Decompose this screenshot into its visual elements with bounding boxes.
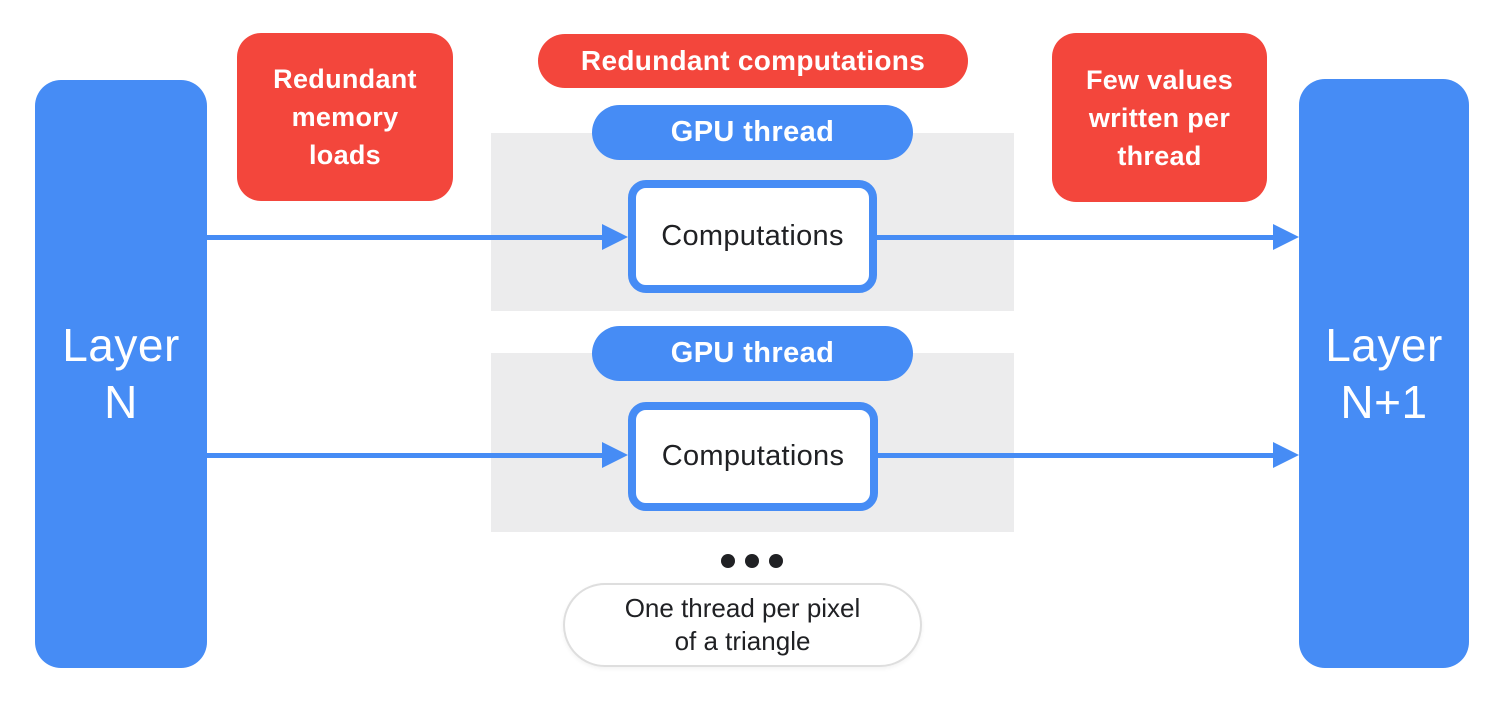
gpu-thread-pill-2: GPU thread [592, 326, 913, 381]
arrow-head-icon [602, 224, 628, 250]
layer-n-label: Layer N [62, 319, 180, 428]
arrow-line-layer-n-to-thread-2 [207, 453, 604, 458]
caption-label: One thread per pixel of a triangle [624, 593, 861, 656]
computations-box-1: Computations [628, 180, 877, 293]
note-redundant-memory-loads-label: Redundant memory loads [273, 64, 417, 170]
arrow-head-icon [1273, 224, 1299, 250]
gpu-thread-pill-2-label: GPU thread [670, 337, 835, 369]
arrow-head-icon [1273, 442, 1299, 468]
layer-n-plus-1-box: Layer N+1 [1299, 79, 1469, 668]
dot-icon [769, 554, 783, 568]
note-redundant-computations: Redundant computations [538, 34, 968, 88]
note-redundant-computations-label: Redundant computations [580, 45, 926, 76]
dot-icon [721, 554, 735, 568]
gpu-thread-pill-1-label: GPU thread [670, 116, 835, 148]
arrow-head-icon [602, 442, 628, 468]
caption-pill: One thread per pixel of a triangle [563, 583, 922, 667]
layer-n-plus-1-label: Layer N+1 [1325, 318, 1443, 428]
computations-box-1-label: Computations [661, 220, 844, 252]
layer-n-box: Layer N [35, 80, 207, 668]
arrow-line-thread-1-to-layer-n1 [877, 235, 1273, 240]
note-redundant-memory-loads: Redundant memory loads [237, 33, 453, 201]
ellipsis-dots-icon [721, 554, 783, 568]
note-few-values-written-label: Few values written per thread [1085, 64, 1234, 171]
arrow-line-layer-n-to-thread-1 [207, 235, 604, 240]
gpu-thread-pill-1: GPU thread [592, 105, 913, 160]
computations-box-2-label: Computations [661, 440, 845, 472]
dot-icon [745, 554, 759, 568]
arrow-line-thread-2-to-layer-n1 [878, 453, 1273, 458]
computations-box-2: Computations [628, 402, 878, 511]
note-few-values-written: Few values written per thread [1052, 33, 1267, 202]
